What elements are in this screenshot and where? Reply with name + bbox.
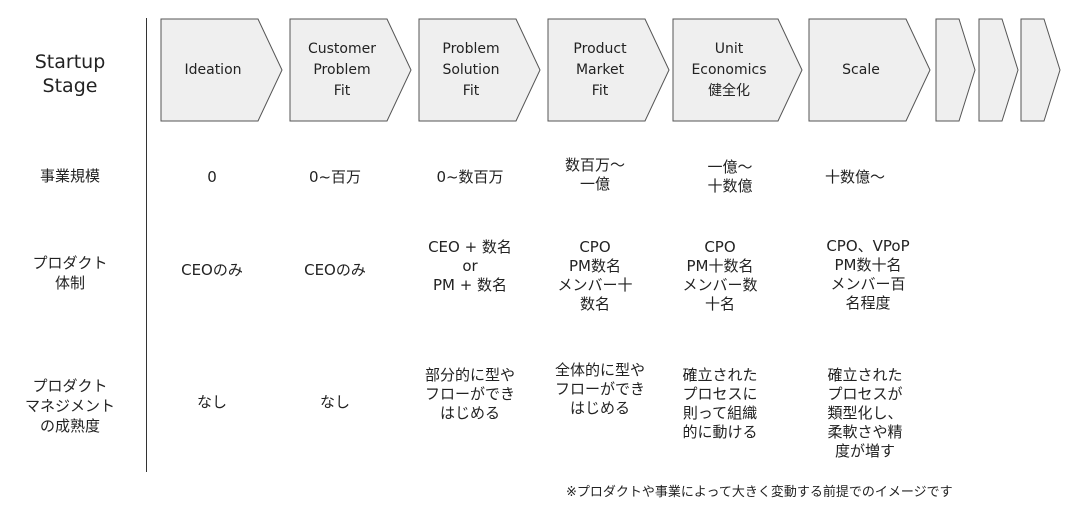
chevron-arrow-shape — [672, 18, 803, 122]
row-label-pm-maturity: プロダクト マネジメント の成熟度 — [24, 377, 115, 435]
stage-arrow-problem-solution-fit: Problem Solution Fit — [418, 18, 542, 122]
cell-product-team-unit-economics: CPO PM十数名 メンバー数 十名 — [682, 238, 758, 313]
cell-business-scale-unit-economics: 一億～ 十数億 — [707, 158, 753, 195]
chevron-arrow-shape — [935, 18, 976, 122]
stage-label: Unit Economics 健全化 — [691, 40, 767, 99]
stage-arrow-scale: Scale — [808, 18, 932, 122]
cell-business-scale-scale: 十数億～ — [824, 168, 885, 186]
stage-label: Problem Solution Fit — [442, 40, 500, 99]
stage-label: Scale — [842, 61, 880, 78]
chevron-arrow-shape — [289, 18, 412, 122]
cell-pm-maturity-cpf: なし — [319, 393, 350, 411]
chevron-arrow-shape — [1020, 18, 1061, 122]
stage-arrow-customer-problem-fit: Customer Problem Fit — [289, 18, 413, 122]
stage-arrow-continuation-3 — [1020, 18, 1062, 122]
cell-business-scale-psf: 0~数百万 — [436, 168, 504, 186]
stage-arrow-continuation-1 — [935, 18, 977, 122]
cell-product-team-cpf: CEOのみ — [304, 261, 366, 279]
footnote: ※プロダクトや事業によって大きく変動する前提でのイメージです — [566, 485, 953, 500]
stage-arrow-product-market-fit: Product Market Fit — [547, 18, 671, 122]
row-label-business-scale: 事業規模 — [39, 167, 100, 185]
cell-product-team-scale: CPO、VPoP PM数十名 メンバー百 名程度 — [826, 237, 910, 312]
cell-pm-maturity-pmf: 全体的に型や フローができ はじめる — [554, 361, 645, 417]
cell-product-team-psf: CEO + 数名 or PM + 数名 — [428, 238, 512, 294]
stage-arrow-unit-economics: Unit Economics 健全化 — [672, 18, 804, 122]
cell-business-scale-pmf: 数百万～ 一億 — [564, 156, 625, 193]
cell-business-scale-ideation: 0 — [207, 168, 217, 186]
stage-label: Customer Problem Fit — [307, 40, 376, 99]
cell-business-scale-cpf: 0~百万 — [308, 168, 362, 186]
cell-product-team-pmf: CPO PM数名 メンバー十 数名 — [557, 238, 633, 313]
row-label-product-team: プロダクト 体制 — [32, 254, 108, 292]
chevron-arrow-shape — [978, 18, 1019, 122]
startup-stage-title: Startup Stage — [34, 51, 106, 97]
cell-product-team-ideation: CEOのみ — [181, 261, 243, 279]
chevron-arrow-shape — [418, 18, 541, 122]
stage-arrow-continuation-2 — [978, 18, 1020, 122]
cell-pm-maturity-ideation: なし — [196, 393, 227, 411]
divider-line — [146, 18, 147, 472]
cell-pm-maturity-scale: 確立された プロセスが 類型化し、 柔軟さや精 度が増す — [827, 366, 903, 460]
cell-pm-maturity-unit-economics: 確立された プロセスに 則って組織 的に動ける — [682, 366, 758, 441]
stage-label: Ideation — [184, 61, 242, 78]
chevron-arrow-shape — [808, 18, 931, 122]
chevron-arrow-shape — [160, 18, 283, 122]
chevron-arrow-shape — [547, 18, 670, 122]
stage-arrow-ideation: Ideation — [160, 18, 284, 122]
cell-pm-maturity-psf: 部分的に型や フローができ はじめる — [424, 366, 515, 422]
stage-label: Product Market Fit — [573, 40, 627, 99]
